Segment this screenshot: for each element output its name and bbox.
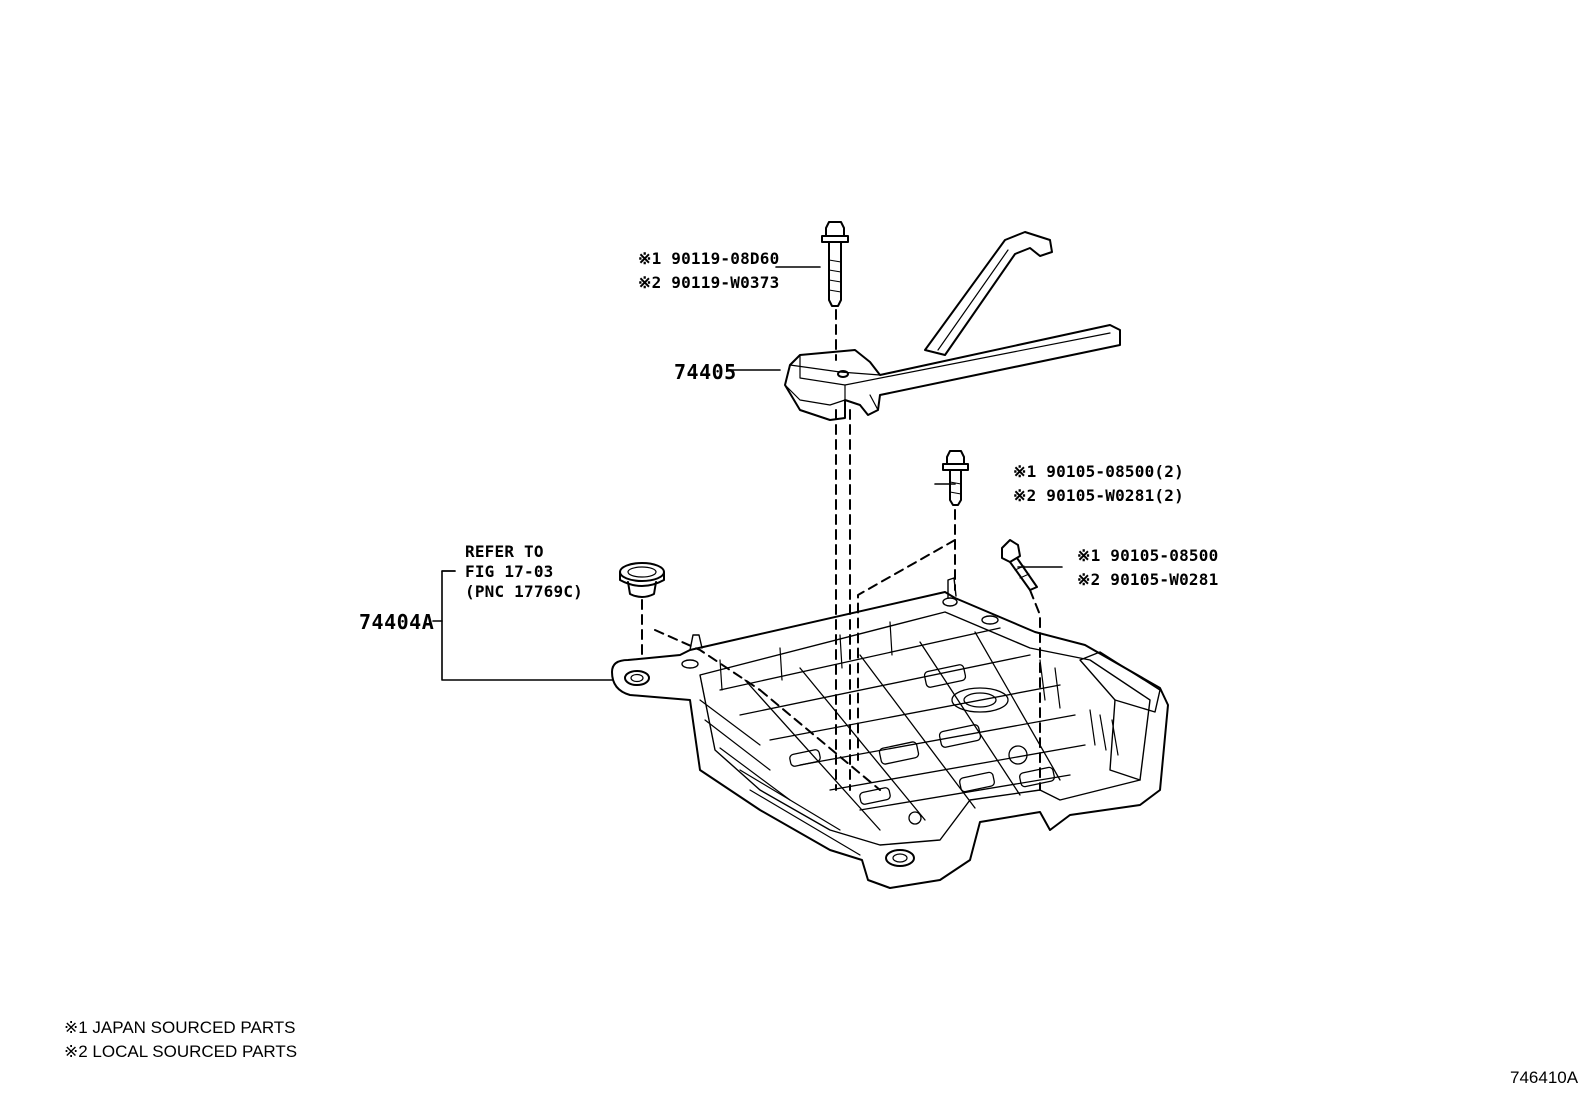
assembly-dash-lines	[641, 309, 1041, 791]
grommet-drawing	[619, 562, 665, 598]
bracket-part-number: 74405	[674, 360, 737, 384]
refer-note-line1: REFER TO	[465, 542, 544, 561]
legend-japan-sourced: ※1 JAPAN SOURCED PARTS	[64, 1018, 296, 1037]
figure-code: 746410A	[1510, 1068, 1579, 1087]
leader-lines	[432, 266, 1063, 681]
bracket-74405-drawing	[784, 231, 1121, 421]
refer-note-line2: FIG 17-03	[465, 562, 554, 581]
tray-part-number: 74404A	[359, 610, 435, 634]
top-bolt-part-number-japan: ※1 90119-08D60	[638, 249, 780, 268]
refer-note-line3: (PNC 17769C)	[465, 582, 583, 601]
center-bolt-part-number-japan: ※1 90105-08500(2)	[1013, 462, 1184, 481]
tray-side-ribs	[699, 621, 1061, 856]
top-bolt-drawing	[821, 221, 849, 307]
tray-floor-ribs	[719, 627, 1086, 831]
right-bolt-part-number-local: ※2 90105-W0281	[1077, 570, 1219, 589]
battery-tray-drawing	[611, 577, 1169, 889]
legend-local-sourced: ※2 LOCAL SOURCED PARTS	[64, 1042, 298, 1061]
center-bolt-drawing	[942, 450, 969, 506]
right-bolt-drawing	[1001, 539, 1038, 591]
top-bolt-part-number-local: ※2 90119-W0373	[638, 273, 780, 292]
center-bolt-part-number-local: ※2 90105-W0281(2)	[1013, 486, 1184, 505]
tray-floor-pockets	[789, 664, 1055, 825]
right-bolt-part-number-japan: ※1 90105-08500	[1077, 546, 1219, 565]
